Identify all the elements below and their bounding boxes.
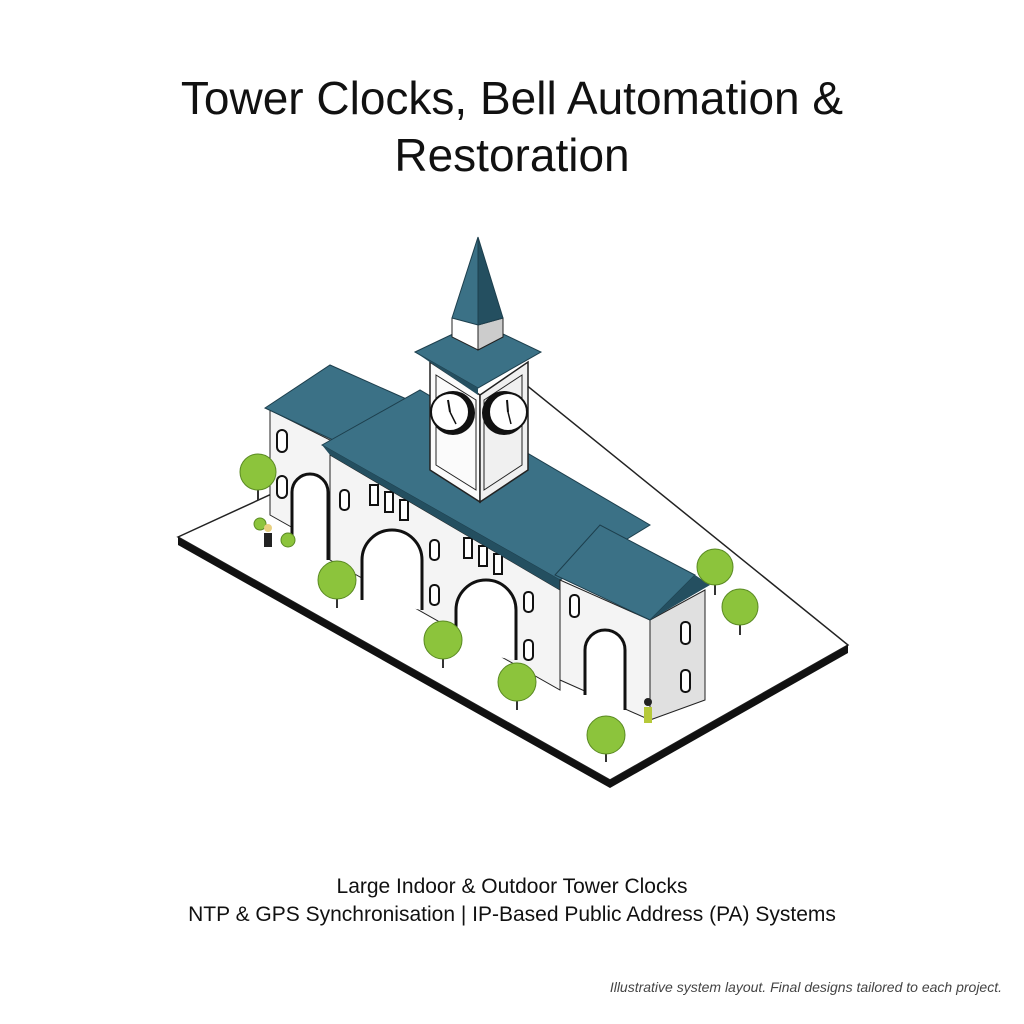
tree-icon — [423, 620, 463, 668]
footer-disclaimer: Illustrative system layout. Final design… — [609, 979, 1002, 995]
subtitle-line-2: NTP & GPS Synchronisation | IP-Based Pub… — [188, 903, 836, 926]
right-wing — [554, 524, 710, 721]
tree-icon — [696, 548, 734, 595]
trees — [239, 453, 759, 762]
title-line-1: Tower Clocks, Bell Automation & — [180, 72, 844, 124]
clock-face-icon — [482, 391, 528, 435]
people — [264, 524, 652, 723]
tree-icon — [317, 560, 357, 608]
tree-icon — [239, 453, 277, 500]
main-facade — [320, 389, 651, 691]
clock-tower — [413, 236, 543, 504]
title-line-2: Restoration — [394, 129, 630, 181]
clock-face-icon — [430, 391, 475, 435]
page-title: Tower Clocks, Bell Automation & Restorat… — [0, 70, 1024, 184]
tree-icon — [586, 715, 626, 762]
tree-icon — [721, 588, 759, 635]
tree-icon — [497, 662, 537, 710]
subtitle: Large Indoor & Outdoor Tower Clocks NTP … — [0, 873, 1024, 929]
subtitle-line-1: Large Indoor & Outdoor Tower Clocks — [336, 875, 688, 898]
